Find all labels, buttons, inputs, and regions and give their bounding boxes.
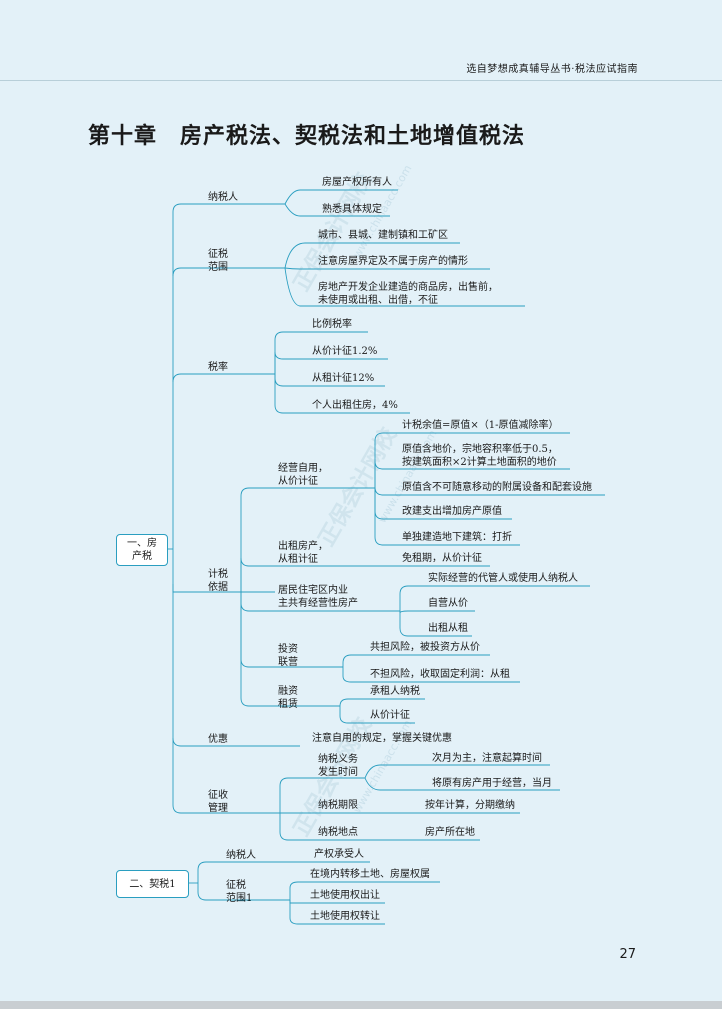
node-scope-item: 注意房屋界定及不属于房产的情形: [318, 256, 468, 267]
node-residential-item: 自营从价: [428, 598, 468, 609]
node-residential-item: 出租从租: [428, 623, 468, 634]
node-tax-period: 纳税期限: [318, 800, 358, 811]
page-number: 27: [619, 947, 636, 962]
node-joint-line2: 联营: [278, 657, 298, 668]
node-scope-note-line1: 房地产开发企业建造的商品房，出售前，: [318, 282, 498, 293]
node-joint-item: 不担风险，收取固定利润：从租: [370, 669, 510, 680]
node-rent-line2: 从租计征: [278, 554, 318, 565]
node-deed-scope-line1: 征税: [226, 880, 246, 891]
node-deed-scope-item: 在境内转移土地、房屋权属: [310, 869, 430, 880]
root-node-deed-tax: 二、契税1: [116, 870, 189, 898]
node-deed-scope-item: 土地使用权转让: [310, 911, 380, 922]
node-joint-line1: 投资: [278, 644, 298, 655]
node-basis: 计税 依据: [208, 568, 228, 594]
node-basis-line2: 依据: [208, 582, 228, 593]
node-collection-line2: 管理: [208, 803, 228, 814]
node-rent: 出租房产， 从租计征: [278, 540, 328, 566]
node-scope-line1: 征税: [208, 249, 228, 260]
node-scope-line2: 范围: [208, 262, 228, 273]
node-lease-line1: 融资: [278, 686, 298, 697]
node-self-use-item: 改建支出增加房产原值: [402, 506, 502, 517]
node-scope-item: 城市、县城、建制镇和工矿区: [318, 230, 448, 241]
node-rate-item: 个人出租住房，4%: [312, 400, 398, 411]
node-tax-time-line2: 发生时间: [318, 767, 358, 778]
node-tax-time: 纳税义务 发生时间: [318, 753, 358, 779]
node-scope-note-line2: 未使用或出租、出借，不征: [318, 295, 438, 306]
node-self-use-item: 单独建造地下建筑：打折: [402, 532, 512, 543]
node-self-use: 经营自用， 从价计征: [278, 462, 328, 488]
node-self-use-item: 原值含不可随意移动的附属设备和配套设施: [402, 482, 592, 493]
node-taxpayer: 纳税人: [208, 192, 238, 203]
node-lease: 融资 租赁: [278, 685, 298, 711]
node-deed-taxpayer: 纳税人: [226, 850, 256, 861]
node-self-use-line1: 经营自用，: [278, 463, 328, 474]
node-rate: 税率: [208, 362, 228, 373]
node-tax-time-line1: 纳税义务: [318, 754, 358, 765]
node-rate-item: 比例税率: [312, 319, 352, 330]
node-self-use-line2: 从价计征: [278, 476, 318, 487]
node-joint: 投资 联营: [278, 643, 298, 669]
node-scope: 征税 范围: [208, 248, 228, 274]
node-taxpayer-item: 房屋产权所有人: [322, 177, 392, 188]
chapter-title: 第十章 房产税法、契税法和土地增值税法: [88, 124, 526, 149]
node-lease-item: 从价计征: [370, 710, 410, 721]
node-rent-item: 免租期，从价计征: [402, 553, 482, 564]
node-collection-line1: 征收: [208, 790, 228, 801]
node-deed-scope-item: 土地使用权出让: [310, 890, 380, 901]
node-self-use-land-line2: 按建筑面积×2计算土地面积的地价: [402, 457, 557, 468]
node-tax-time-item: 将原有房产用于经营，当月: [432, 778, 552, 789]
node-relief: 优惠: [208, 734, 228, 745]
node-lease-item: 承租人纳税: [370, 686, 420, 697]
root-label-line1: 一、房: [127, 538, 157, 549]
node-joint-item: 共担风险，被投资方从价: [370, 642, 480, 653]
node-deed-taxpayer-item: 产权承受人: [314, 849, 364, 860]
node-relief-item: 注意自用的规定，掌握关键优惠: [312, 733, 452, 744]
node-residential-item: 实际经营的代管人或使用人纳税人: [428, 573, 578, 584]
node-self-use-land-line1: 原值含地价，宗地容积率低于0.5，: [402, 444, 558, 455]
node-basis-line1: 计税: [208, 569, 228, 580]
node-taxpayer-item: 熟悉具体规定: [322, 204, 382, 215]
footer-rule: [0, 1001, 722, 1009]
node-tax-place-item: 房产所在地: [425, 827, 475, 838]
node-self-use-item: 计税余值=原值×（1-原值减除率）: [402, 420, 559, 431]
root-label-line2: 产税: [132, 551, 152, 562]
node-scope-note: 房地产开发企业建造的商品房，出售前， 未使用或出租、出借，不征: [318, 281, 498, 307]
node-deed-scope: 征税 范围1: [226, 879, 252, 905]
node-collection: 征收 管理: [208, 789, 228, 815]
node-residential-line2: 主共有经营性房产: [278, 598, 358, 609]
node-residential-line1: 居民住宅区内业: [278, 585, 348, 596]
node-tax-place: 纳税地点: [318, 827, 358, 838]
book-header: 选自梦想成真辅导丛书·税法应试指南: [466, 64, 638, 75]
node-lease-line2: 租赁: [278, 699, 298, 710]
node-rate-item: 从价计征1.2%: [312, 346, 378, 357]
node-tax-period-item: 按年计算，分期缴纳: [425, 800, 515, 811]
node-tax-time-item: 次月为主，注意起算时间: [432, 753, 542, 764]
node-deed-scope-line2: 范围1: [226, 893, 253, 904]
node-rate-item: 从租计征12%: [312, 373, 375, 384]
node-self-use-land: 原值含地价，宗地容积率低于0.5， 按建筑面积×2计算土地面积的地价: [402, 443, 558, 469]
node-residential: 居民住宅区内业 主共有经营性房产: [278, 584, 358, 610]
header-rule: [0, 80, 722, 81]
node-rent-line1: 出租房产，: [278, 541, 328, 552]
root-node-property-tax: 一、房产税: [116, 534, 168, 566]
